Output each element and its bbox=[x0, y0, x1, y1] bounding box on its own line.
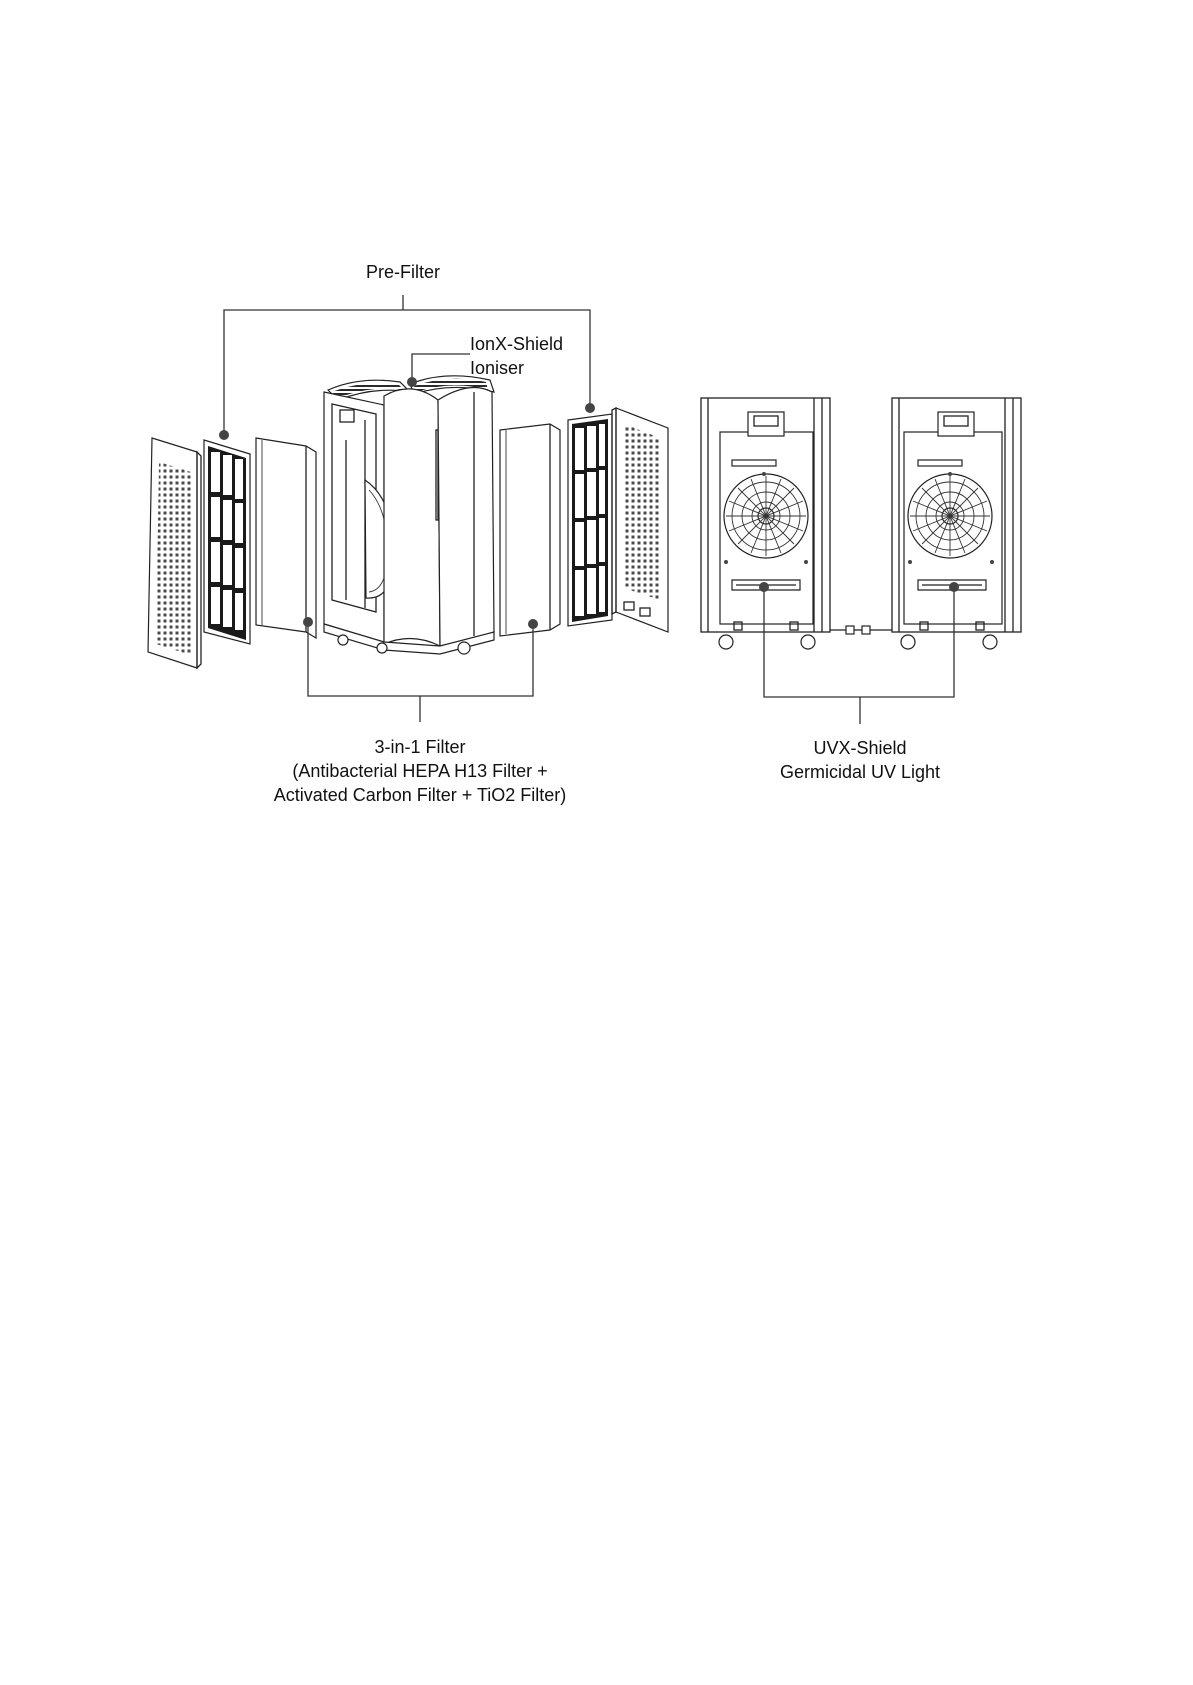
purifier-body bbox=[324, 376, 494, 654]
label-filter-line1: 3-in-1 Filter bbox=[374, 737, 465, 757]
label-pre-filter: Pre-Filter bbox=[366, 262, 440, 282]
pre-filter-left bbox=[204, 440, 250, 644]
hepa-filter-right bbox=[500, 424, 560, 636]
front-cover-left bbox=[148, 438, 201, 668]
label-uv-line1: UVX-Shield bbox=[813, 738, 906, 758]
pre-filter-right bbox=[568, 414, 612, 626]
label-ioniser-line1: IonX-Shield bbox=[470, 334, 563, 354]
uv-unit-left bbox=[701, 398, 830, 649]
label-uv-line2: Germicidal UV Light bbox=[780, 762, 940, 782]
label-ioniser-line2: Ioniser bbox=[470, 358, 524, 378]
uv-unit-right bbox=[892, 398, 1021, 649]
power-cable bbox=[830, 626, 892, 634]
label-filter-line3: Activated Carbon Filter + TiO2 Filter) bbox=[274, 785, 567, 805]
label-filter-line2: (Antibacterial HEPA H13 Filter + bbox=[292, 761, 547, 781]
hepa-filter-left bbox=[256, 438, 316, 638]
rear-cover-right bbox=[612, 408, 668, 632]
